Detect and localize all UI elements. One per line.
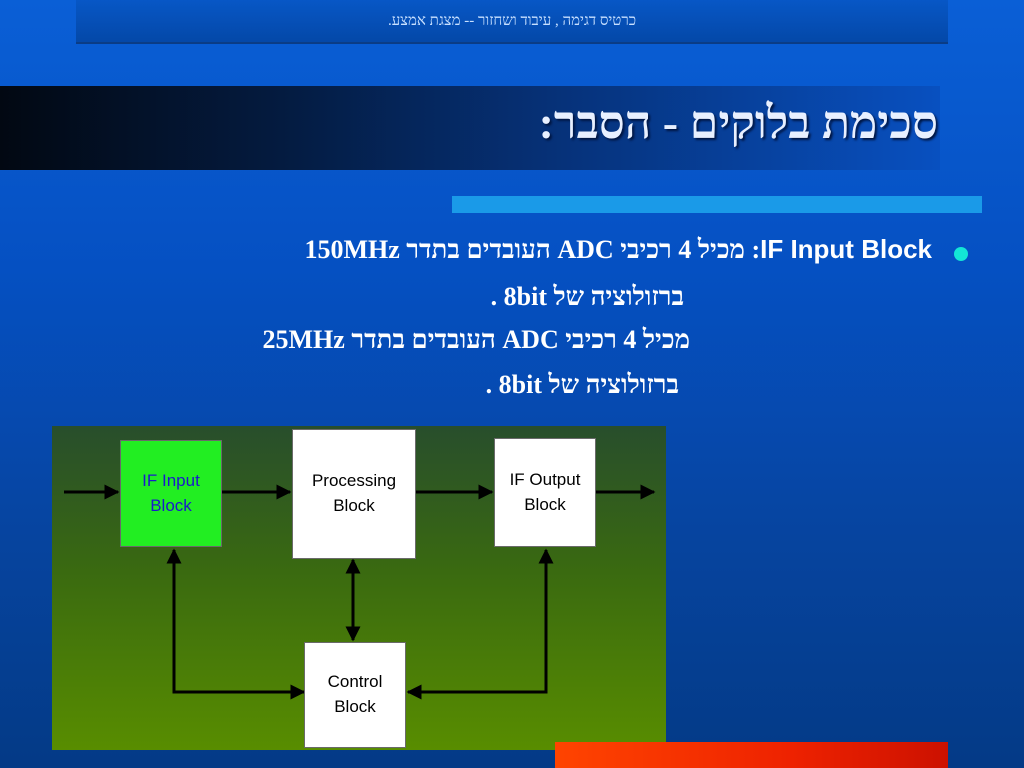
text-line-2: ברזולוציה של 8bit .	[490, 282, 684, 311]
title-band	[0, 86, 940, 170]
processing-block-label: Processing Block	[311, 471, 397, 515]
diagram-connectors	[64, 484, 656, 700]
if-input-block-lead: IF Input Block	[760, 234, 932, 264]
text-line-1-rest: : מכיל 4 רכיבי ADC העובדים בתדר 150MHz	[304, 235, 761, 264]
block-diagram: IF Input Block Processing Block IF Outpu…	[52, 426, 666, 750]
accent-bar	[452, 196, 982, 213]
text-line-1: IF Input Block: מכיל 4 רכיבי ADC העובדים…	[304, 234, 932, 265]
processing-block: Processing Block	[292, 429, 416, 559]
corner-accent	[555, 742, 948, 768]
bullet-icon	[954, 247, 968, 261]
arrow-input-control	[166, 548, 306, 700]
if-output-block: IF Output Block	[494, 438, 596, 547]
if-output-block-label: IF Output Block	[509, 469, 581, 514]
header-bar: כרטיס דגימה , עיבוד ושחזור -- מצגת אמצע.	[76, 0, 948, 44]
arrow-output-control	[406, 548, 554, 700]
course-title: כרטיס דגימה , עיבוד ושחזור -- מצגת אמצע.	[387, 12, 637, 29]
text-line-4: ברזולוציה של 8bit .	[485, 370, 679, 399]
control-block: Control Block	[304, 642, 406, 748]
text-line-3: מכיל 4 רכיבי ADC העובדים בתדר 25MHz	[262, 325, 690, 354]
if-input-block: IF Input Block	[120, 440, 222, 547]
control-block-label: Control Block	[327, 672, 383, 716]
if-input-block-label: IF Input Block	[142, 470, 200, 515]
slide-title: סכימת בלוקים - הסבר:	[538, 97, 938, 148]
